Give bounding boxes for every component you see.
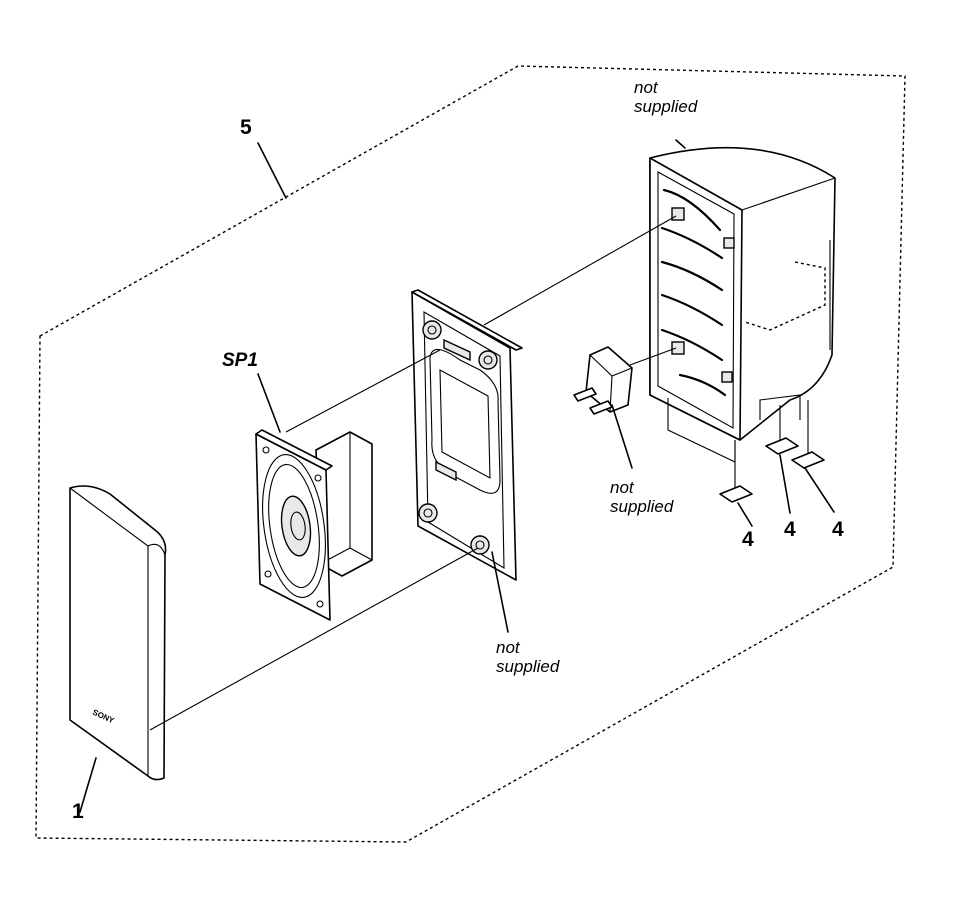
baffle-frame	[411, 289, 523, 633]
not-supplied-line1: not	[610, 478, 634, 497]
enclosure	[649, 139, 836, 463]
not-supplied-enclosure: not supplied	[634, 78, 697, 116]
not-supplied-line2: supplied	[610, 497, 674, 516]
guide-lines	[149, 215, 677, 731]
speaker-label: SP1	[222, 350, 258, 371]
assembly-leader	[257, 142, 287, 199]
not-supplied-line2: supplied	[496, 657, 560, 676]
foot-label-3: 4	[832, 518, 844, 541]
not-supplied-terminal: not supplied	[610, 478, 673, 516]
front-grille	[69, 485, 167, 813]
terminal	[573, 346, 633, 469]
not-supplied-line2: supplied	[634, 97, 698, 116]
assembly-boundary	[35, 65, 906, 843]
assembly-label: 5	[240, 116, 252, 139]
not-supplied-line1: not	[634, 78, 658, 97]
foot-label-2: 4	[784, 518, 796, 541]
foot-label-1: 4	[742, 528, 754, 551]
front-grille-label: 1	[72, 800, 84, 823]
foot-pads	[719, 400, 835, 527]
speaker-sp1	[255, 373, 373, 621]
not-supplied-frame: not supplied	[496, 638, 559, 676]
not-supplied-line1: not	[496, 638, 520, 657]
